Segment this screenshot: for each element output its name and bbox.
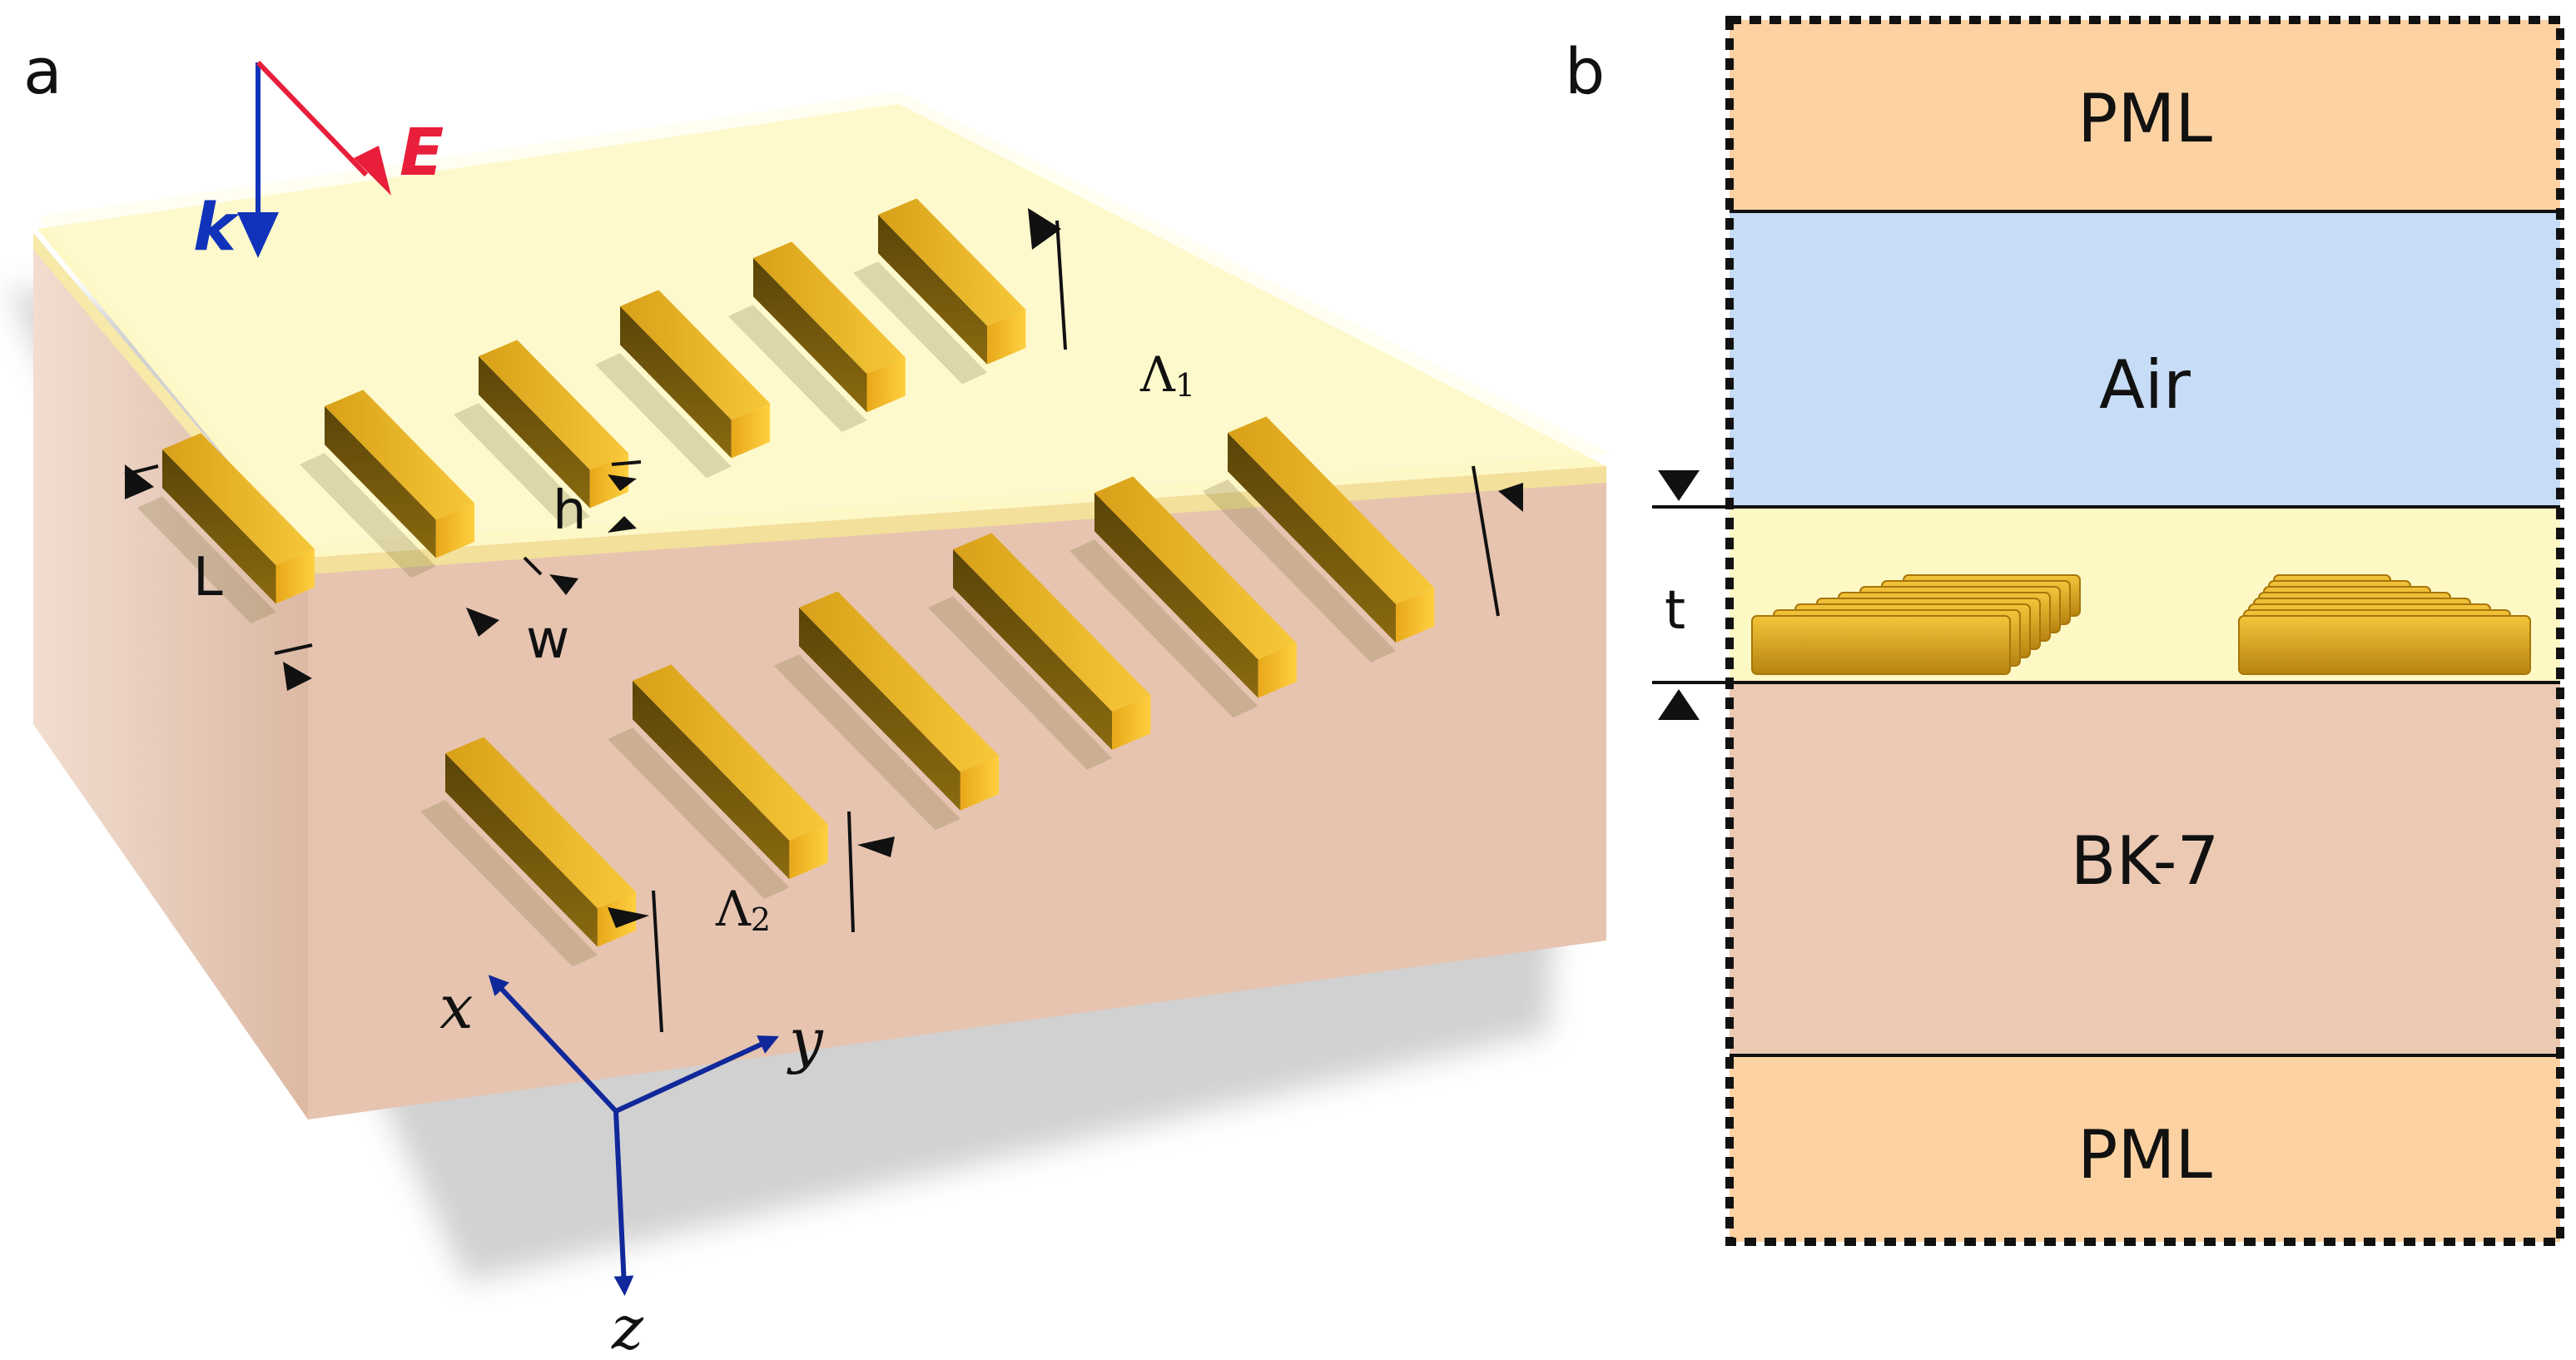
bar-top-9 [799, 591, 1000, 772]
k-label: k [193, 191, 240, 266]
layer-air [1730, 211, 2560, 507]
z-axis-label: z [611, 1293, 644, 1360]
film-gold-rows [1751, 574, 2531, 675]
e-vector-arrow [256, 60, 369, 177]
lambda1-label: Λ1 [1139, 346, 1195, 404]
z-axis-arrow [613, 1110, 634, 1296]
layer-label-air: Air [2099, 346, 2191, 424]
bar-shadow-1 [728, 305, 867, 433]
bar-top-1 [753, 241, 906, 375]
bar-end-9 [960, 755, 1000, 811]
bar-side-8 [953, 549, 1113, 750]
bar-shadow-2 [595, 353, 732, 479]
bar-side-10 [633, 681, 790, 880]
layer-label-pml-top: PML [2077, 80, 2212, 157]
layer-pml-top [1730, 20, 2560, 211]
panel-a: a k E [8, 34, 1611, 1360]
bar-shadow-11 [420, 800, 598, 967]
bar-shadow-9 [774, 654, 960, 831]
bar-end-5 [275, 548, 315, 604]
bar-top-4 [325, 390, 475, 520]
lambda2-label: Λ2 [715, 881, 771, 938]
bar-top-6 [1228, 416, 1435, 604]
panel-b: b t PML Air BK-7 PML [1565, 16, 2564, 1246]
x-axis-arrow [488, 975, 618, 1114]
bar-top-5 [162, 433, 315, 566]
y-axis-label: y [787, 1005, 824, 1075]
bar-end-6 [1396, 588, 1435, 643]
k-arrowhead [237, 212, 279, 258]
bar-end-3 [589, 453, 629, 509]
bar-end-8 [1112, 695, 1151, 750]
bar-top-3 [479, 340, 629, 470]
dim-w-label: w [526, 609, 569, 671]
bar-side-0 [878, 215, 988, 365]
bar-end-1 [866, 357, 906, 413]
bar-side-9 [799, 608, 960, 811]
bar-top-0 [878, 198, 1026, 326]
bar-shadow-4 [300, 453, 436, 578]
bar-side-5 [162, 449, 276, 604]
bar-top-8 [953, 533, 1151, 712]
layer-bk7 [1730, 682, 2560, 1055]
e-label: E [400, 116, 444, 191]
layer-label-pml-bottom: PML [2077, 1116, 2212, 1194]
bar-shadow-3 [454, 403, 590, 529]
bar-end-10 [789, 824, 828, 880]
bar-top-11 [445, 737, 637, 909]
thickness-label: t [1665, 580, 1685, 642]
bar-shadow-7 [1070, 539, 1258, 718]
bar-side-3 [479, 356, 590, 509]
left-strip-0 [1751, 615, 2011, 675]
bar-shadow-10 [608, 727, 790, 899]
dimension-marks [124, 208, 1523, 1033]
bar-end-0 [987, 309, 1026, 365]
bar-end-4 [435, 503, 475, 558]
bar-side-1 [753, 258, 867, 413]
substrate-front-face [33, 233, 308, 1119]
bar-shadow-5 [137, 496, 276, 624]
thickness-marker [1658, 470, 1700, 720]
bar-top-2 [620, 290, 771, 420]
gold-nanobars [137, 198, 1435, 967]
x-axis-label: x [439, 972, 474, 1042]
panel-b-letter: b [1565, 34, 1605, 108]
layer-pml-bottom [1730, 1055, 2560, 1242]
dim-L-label: L [193, 547, 223, 608]
bar-shadow-8 [928, 596, 1113, 770]
y-axis-arrow [614, 1035, 779, 1114]
bar-top-10 [633, 664, 828, 841]
bar-end-2 [731, 403, 771, 459]
bar-shadow-6 [1203, 479, 1397, 663]
layer-label-bk7: BK-7 [2071, 822, 2220, 900]
e-arrowhead [354, 146, 391, 196]
bar-top-7 [1094, 476, 1297, 660]
incidence-vectors: k E [193, 60, 444, 266]
right-strip-0 [2238, 615, 2531, 675]
bar-side-2 [620, 306, 732, 459]
bar-shadow-0 [853, 261, 988, 385]
dim-h-label: h [553, 480, 587, 542]
bar-side-4 [325, 406, 436, 558]
bar-side-6 [1228, 433, 1397, 643]
simulation-domain-border [1725, 16, 2564, 1246]
panel-a-letter: a [23, 34, 62, 108]
bar-side-7 [1094, 493, 1258, 698]
layer-boundaries [1652, 210, 2560, 1057]
bar-side-11 [445, 753, 598, 947]
bar-end-7 [1258, 643, 1297, 698]
coordinate-axes [488, 975, 779, 1296]
